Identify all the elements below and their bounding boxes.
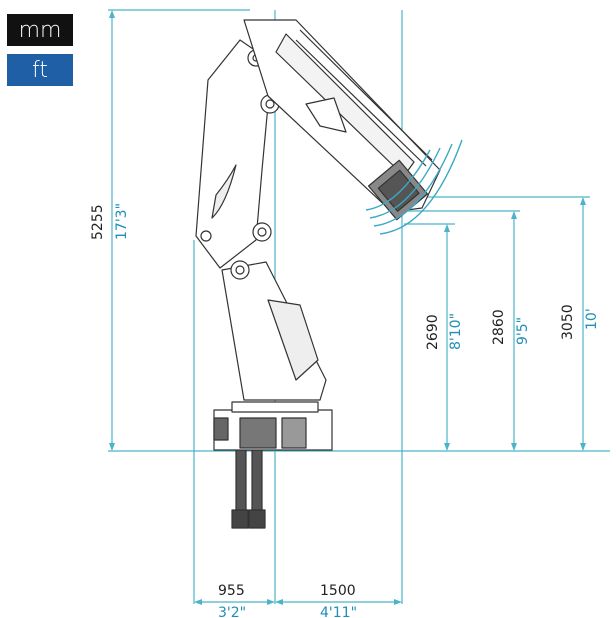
dimension-guides: [108, 9, 610, 604]
total-height-mm-label: 5255: [90, 204, 106, 240]
height-a-mm-label: 2690: [425, 314, 441, 350]
height-c-mm-label: 3050: [560, 304, 576, 340]
height-b-mm-label: 2860: [491, 309, 507, 345]
width-left-ft-label: 3'2": [218, 605, 246, 618]
crane-drawing: [195, 19, 441, 529]
height-a-ft-label: 8'10": [448, 313, 464, 350]
total-height-ft-label: 17'3": [114, 203, 130, 240]
width-right-mm-label: 1500: [320, 583, 356, 599]
width-left-mm-label: 955: [218, 583, 245, 599]
unit-mm-button[interactable]: mm: [7, 14, 73, 46]
dimension-arrowheads: [109, 10, 586, 605]
boom-tip-arcs: [365, 139, 463, 235]
height-b-ft-label: 9'5": [515, 317, 531, 345]
height-c-ft-label: 10': [584, 308, 600, 330]
width-right-ft-label: 4'11": [320, 605, 357, 618]
unit-ft-button[interactable]: ft: [7, 54, 73, 86]
